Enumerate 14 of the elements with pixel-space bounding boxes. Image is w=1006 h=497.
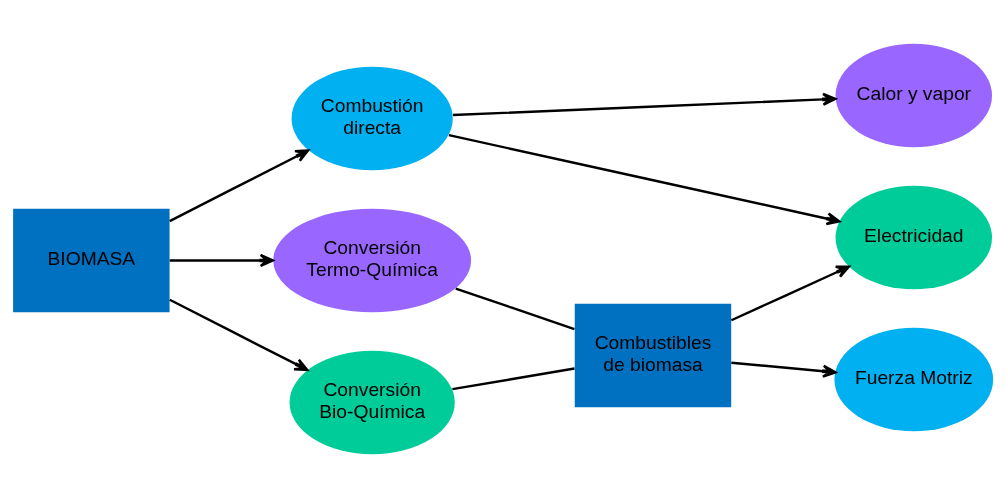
connector: [455, 286, 575, 330]
node-ellipse: Fuerza Motriz: [834, 327, 994, 431]
arrow: [169, 253, 274, 267]
node-ellipse: Conversión Termo-Química: [273, 208, 472, 312]
arrow: [731, 361, 837, 378]
arrow: [730, 264, 851, 321]
connector: [452, 366, 575, 390]
node-box: BIOMASA: [13, 208, 170, 312]
node-box: Combustibles de biomasa: [574, 303, 732, 407]
arrow: [169, 148, 310, 222]
node-ellipse: Calor y vapor: [835, 43, 992, 147]
arrow: [448, 133, 841, 225]
arrow: [452, 92, 837, 116]
arrow: [169, 298, 309, 371]
